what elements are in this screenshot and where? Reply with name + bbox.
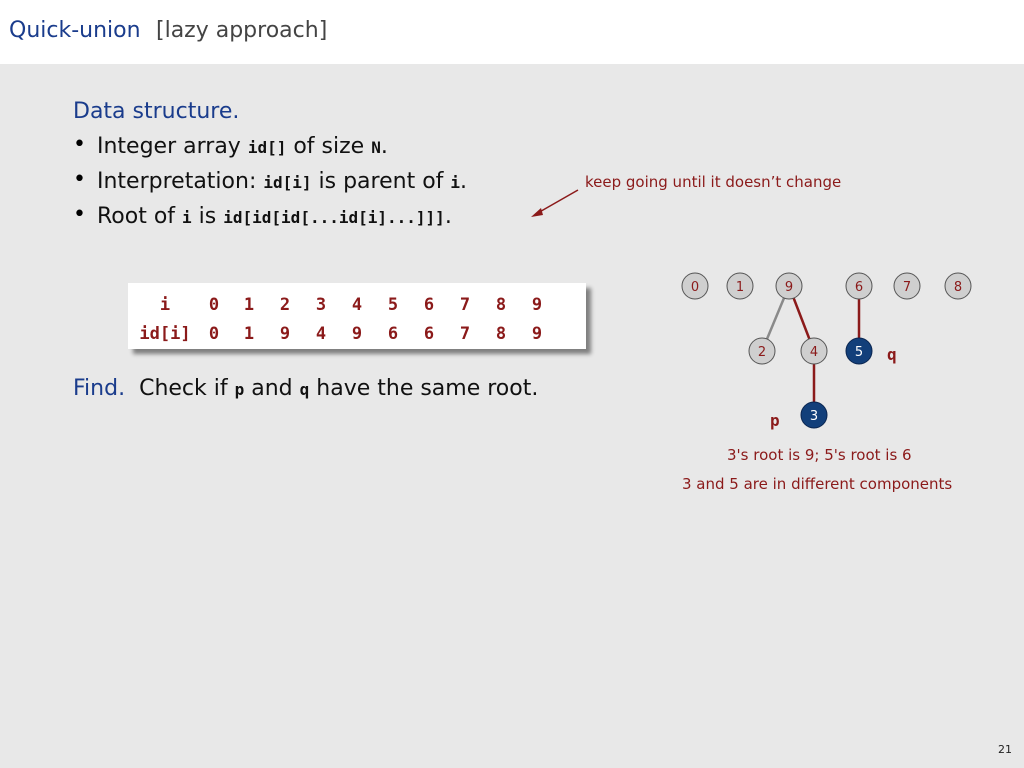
find-code-p: p xyxy=(234,380,245,399)
keep-going-annotation: keep going until it doesn’t change xyxy=(585,173,842,191)
table-index-cell: 7 xyxy=(459,295,471,315)
bullet-item-1: Integer array id[] of size N. xyxy=(97,134,388,159)
table-value-cell: 4 xyxy=(315,324,327,344)
id-array-table: i id[i] 0 1 2 3 4 5 6 7 8 9 0 1 9 4 9 6 6 7 8 9 xyxy=(128,283,586,349)
tree-node-label: 1 xyxy=(736,280,744,295)
bullet-text: . xyxy=(444,204,452,229)
find-text: have the same root. xyxy=(309,376,539,401)
table-index-cell: 4 xyxy=(351,295,363,315)
bullet-code: id[] xyxy=(247,138,287,157)
table-value-cell: 6 xyxy=(387,324,399,344)
tree-caption-roots: 3's root is 9; 5's root is 6 xyxy=(727,446,912,464)
tree-caption-components: 3 and 5 are in different components xyxy=(682,475,953,493)
table-index-cell: 8 xyxy=(495,295,507,315)
bullet-code: i xyxy=(450,173,461,192)
table-value-cell: 9 xyxy=(531,324,543,344)
slide-content: Data structure. • Integer array id[] of … xyxy=(0,64,1024,768)
table-value-cell: 8 xyxy=(495,324,507,344)
find-text: Check if xyxy=(139,376,235,401)
tree-node-8: 8 xyxy=(944,272,972,300)
tree-node-7: 7 xyxy=(893,272,921,300)
tree-node-5: 5 xyxy=(845,337,873,365)
find-text: and xyxy=(244,376,300,401)
table-index-cell: 9 xyxy=(531,295,543,315)
bullet-text: of size xyxy=(286,134,372,159)
bullet-text: . xyxy=(380,134,388,159)
find-heading: Find. xyxy=(73,376,126,401)
tree-node-1: 1 xyxy=(726,272,754,300)
table-value-cell: 9 xyxy=(279,324,291,344)
tree-node-label: 7 xyxy=(903,280,911,295)
tree-node-2: 2 xyxy=(748,337,776,365)
tree-node-4: 4 xyxy=(800,337,828,365)
tree-nodes: 0 1 9 6 7 8 2 4 5 3 xyxy=(681,272,972,429)
bullet-text: Integer array xyxy=(97,134,248,159)
tree-node-label: 0 xyxy=(691,280,699,295)
table-value-cell: 1 xyxy=(243,324,255,344)
slide-header: Quick-union [lazy approach] xyxy=(0,0,1024,64)
bullet-code: N xyxy=(371,138,381,157)
bullet-text: . xyxy=(460,169,468,194)
bullet-item-2: Interpretation: id[i] is parent of i. xyxy=(97,169,467,194)
bullet-dot: • xyxy=(73,167,86,192)
bullet-item-3: Root of i is id[id[id[...id[i]...]]]. xyxy=(97,204,452,229)
tree-node-label: 4 xyxy=(810,345,818,360)
table-value-cell: 9 xyxy=(351,324,363,344)
tree-node-9: 9 xyxy=(775,272,803,300)
table-row-label-id: id[i] xyxy=(139,324,191,344)
tree-node-6: 6 xyxy=(845,272,873,300)
table-row-label-i: i xyxy=(159,295,171,315)
tree-node-3: 3 xyxy=(800,401,828,429)
find-line: Find. Check if p and q have the same roo… xyxy=(73,376,538,401)
bullet-text: is xyxy=(191,204,224,229)
table-value-cell: 0 xyxy=(208,324,220,344)
tree-node-label: 5 xyxy=(855,345,863,360)
bullet-code: i xyxy=(182,208,192,227)
table-value-cell: 6 xyxy=(423,324,435,344)
tree-node-label: 2 xyxy=(758,345,766,360)
table-index-cell: 3 xyxy=(315,295,327,315)
find-code-q: q xyxy=(299,380,310,399)
table-index-cell: 1 xyxy=(243,295,255,315)
bullet-text: Root of xyxy=(97,204,183,229)
bullet-dot: • xyxy=(73,202,86,227)
label-q: q xyxy=(887,345,897,364)
bullet-text: Interpretation: xyxy=(97,169,264,194)
page-number: 21 xyxy=(998,743,1012,756)
slide-subtitle: [lazy approach] xyxy=(156,18,328,43)
tree-node-label: 9 xyxy=(785,280,793,295)
bullet-code: id[id[id[...id[i]...]]] xyxy=(223,208,445,227)
bullet-code: id[i] xyxy=(263,173,312,192)
data-structure-heading: Data structure. xyxy=(73,99,240,124)
tree-node-label: 3 xyxy=(810,409,818,424)
table-index-cell: 5 xyxy=(387,295,399,315)
annotation-arrow xyxy=(531,189,579,217)
tree-node-label: 6 xyxy=(855,280,863,295)
tree-node-0: 0 xyxy=(681,272,709,300)
bullet-text: is parent of xyxy=(311,169,451,194)
tree-node-label: 8 xyxy=(954,280,962,295)
label-p: p xyxy=(770,411,780,430)
table-index-cell: 6 xyxy=(423,295,435,315)
table-index-cell: 0 xyxy=(208,295,220,315)
table-value-cell: 7 xyxy=(459,324,471,344)
table-index-cell: 2 xyxy=(279,295,291,315)
bullet-dot: • xyxy=(73,132,86,157)
slide-title: Quick-union xyxy=(9,18,141,43)
